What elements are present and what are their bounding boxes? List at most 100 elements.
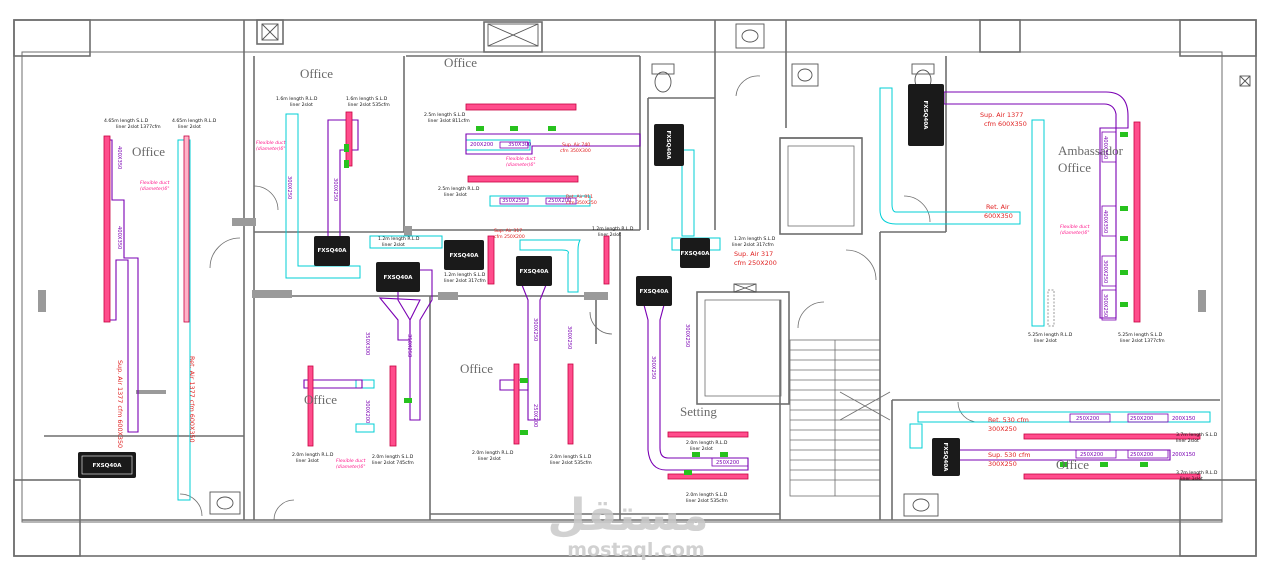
annotation: liner 2slot	[178, 124, 201, 130]
air-label: cfm 350X300	[560, 148, 591, 154]
duct-size: 400X350	[116, 146, 122, 169]
watermark: مستقل mostaql.com	[548, 490, 709, 561]
annotation: liner 2slot	[598, 232, 621, 238]
annotation: 2.0m length S.L.D	[686, 492, 728, 498]
annotation: 1.6m length R.L.D	[276, 96, 318, 102]
annotation: 2.5m length R.L.D	[438, 186, 480, 192]
return-ducts	[177, 87, 1211, 501]
room-labels: Office Office Office Office Office Ambas…	[132, 55, 1124, 472]
flex-note: Flexible duct	[256, 140, 286, 146]
annotation: 1.2m length R.L.D	[378, 236, 420, 242]
length-annotations: 4.65m length S.L.D liner 2slot 1377cfm 4…	[104, 96, 1218, 504]
annotation: liner 2slot	[290, 102, 313, 108]
air-label: Ret. Air	[986, 203, 1010, 211]
duct-size: 300X250	[332, 178, 338, 201]
unit-label-6: FXSQ40A	[665, 130, 671, 160]
air-labels: Sup. Air 740 cfm 350X300 Ret. Air 811 cf…	[116, 111, 1030, 468]
flex-note: Flexible duct	[506, 156, 536, 162]
annotation: liner 2slot	[382, 242, 405, 248]
duct-boxes	[499, 131, 1169, 467]
unit-fxsq-5: FXSQ40A	[516, 256, 552, 286]
flex-note: (diameter)6"	[506, 162, 535, 168]
watermark-logo: مستقل	[548, 490, 709, 541]
unit-label-1: FXSQ40A	[92, 463, 122, 469]
air-label: Ret. 530 cfm	[988, 416, 1029, 424]
room-label-ambassador-office: Office	[1058, 160, 1091, 175]
annotation: liner 2slot 535cfm	[550, 460, 592, 466]
annotation: 1.6m length S.L.D	[346, 96, 388, 102]
duct-size: 300X250	[532, 318, 538, 341]
unit-label-2: FXSQ40A	[317, 248, 347, 254]
duct-size: 300X250	[286, 176, 292, 199]
unit-fxsq-3: FXSQ40A	[376, 262, 420, 292]
duct-size: 250X200	[532, 404, 538, 427]
unit-fxsq-10: FXSQ40A	[932, 438, 960, 476]
duct-size: 250X200	[716, 460, 739, 466]
air-label: cfm 250X200	[494, 234, 525, 240]
unit-fxsq-9: FXSQ40A	[908, 84, 944, 146]
room-label-office-6: Office	[1056, 457, 1089, 472]
unit-fxsq-8: FXSQ40A	[636, 276, 672, 306]
fan-coil-units: FXSQ40A FXSQ40A FXSQ40A FXSQ40A FXSQ40A …	[78, 84, 960, 478]
annotation: liner 2slot 317cfm	[732, 242, 774, 248]
duct-size: 250X200	[1130, 452, 1153, 458]
duct-size: 350X250	[406, 334, 412, 357]
room-label-office-1: Office	[300, 66, 333, 81]
annotation: 2.5m length S.L.D	[424, 112, 466, 118]
linear-diffusers	[103, 103, 1201, 480]
unit-label-7: FXSQ40A	[680, 251, 710, 257]
room-label-ambassador: Ambassador	[1058, 143, 1124, 158]
air-label: 600X350	[984, 212, 1013, 220]
annotation: liner 3slot 811cfm	[428, 118, 470, 124]
annotation: 3.7m length R.L.D	[1176, 470, 1218, 476]
duct-size: 250X200	[1130, 416, 1153, 422]
unit-fxsq-4: FXSQ40A	[444, 240, 484, 270]
annotation: 4.65m length R.L.D	[172, 118, 217, 124]
duct-size: 200X150	[1172, 416, 1195, 422]
air-label: 300X250	[988, 460, 1017, 468]
annotation: liner 2slot 317cfm	[444, 278, 486, 284]
air-label: Sup. Air 1377 cfm 600X350	[116, 360, 124, 448]
duct-size: 400X350	[1102, 136, 1108, 159]
air-label: cfm 250X200	[734, 259, 777, 267]
duct-size: 300X250	[684, 324, 690, 347]
annotation: 5.25m length S.L.D	[1118, 332, 1163, 338]
annotation: liner 2slot 535cfm	[686, 498, 728, 504]
flex-note: (diameter)6"	[336, 464, 365, 470]
unit-label-9: FXSQ40A	[922, 100, 928, 130]
annotation: 1.2m length S.L.D	[734, 236, 776, 242]
air-label: Sup. Air 1377	[980, 111, 1023, 119]
annotation: liner 1slot	[1180, 476, 1203, 482]
unit-fxsq-7: FXSQ40A	[680, 238, 710, 268]
room-label-office-5: Office	[304, 392, 337, 407]
annotation: liner 2slot 1377cfm	[1120, 338, 1165, 344]
duct-size: 300X250	[650, 356, 656, 379]
door-swings	[179, 75, 979, 521]
room-label-setting: Setting	[680, 404, 717, 419]
unit-fxsq-6: FXSQ40A	[654, 124, 684, 166]
annotation: 1.2m length S.L.D	[444, 272, 486, 278]
air-label: Sup. Air 317	[734, 250, 773, 258]
duct-size-labels: 400X350 400X350 300X250 300X250 350X300 …	[116, 136, 1195, 466]
duct-size: 250X200	[548, 198, 571, 204]
flex-note: (diameter)6"	[1060, 230, 1089, 236]
duct-size: 200X150	[1172, 452, 1195, 458]
duct-size: 300X250	[1102, 260, 1108, 283]
room-label-office-2: Office	[444, 55, 477, 70]
air-label: Sup. Air 317	[494, 228, 522, 234]
flex-note: Flexible duct	[140, 180, 170, 186]
unit-label-10: FXSQ40A	[942, 442, 948, 472]
room-label-office-3: Office	[132, 144, 165, 159]
annotation: 1.2m length R.L.D	[592, 226, 634, 232]
air-label: cfm 350X250	[566, 200, 597, 206]
flex-note: Flexible duct	[336, 458, 366, 464]
duct-size: 400X350	[1102, 210, 1108, 233]
watermark-url: mostaql.com	[567, 539, 705, 561]
annotation: 4.65m length S.L.D	[104, 118, 149, 124]
duct-size: 400X350	[116, 226, 122, 249]
duct-size: 300X200	[364, 400, 370, 423]
duct-size: 350X250	[502, 198, 525, 204]
walls	[13, 19, 1257, 557]
annotation: liner 2slot	[690, 446, 713, 452]
annotation: 3.7m length S.L.D	[1176, 432, 1218, 438]
